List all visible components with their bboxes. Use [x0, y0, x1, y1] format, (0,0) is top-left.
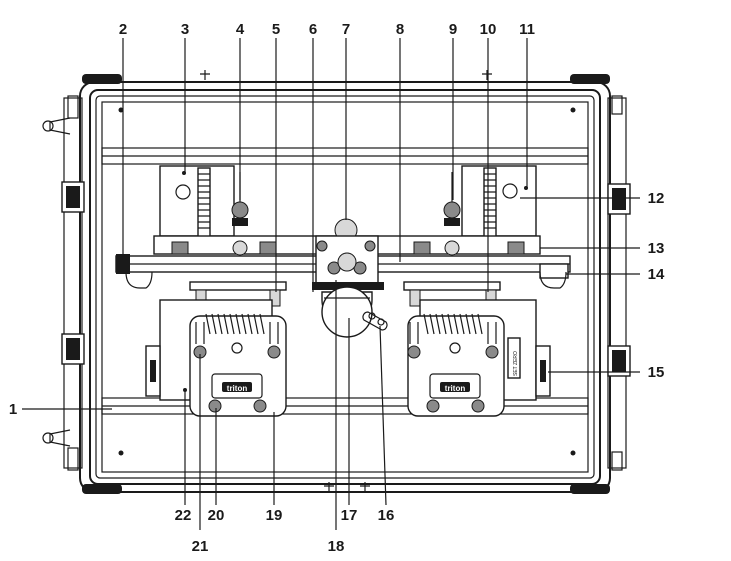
- callout-7: 7: [342, 21, 350, 38]
- side-tag: SET ZERO: [513, 351, 519, 376]
- leader-lines: [22, 38, 640, 530]
- callout-18: 18: [328, 538, 345, 555]
- callout-17: 17: [341, 507, 358, 524]
- callout-11: 11: [519, 21, 535, 38]
- callout-19: 19: [266, 507, 283, 524]
- rails: [101, 70, 589, 492]
- callout-6: 6: [309, 21, 317, 38]
- right-carriage-plate: [443, 165, 537, 241]
- left-guide-posts: [189, 281, 501, 307]
- centre-head: [312, 218, 388, 338]
- right-logo: triton: [445, 384, 466, 393]
- callout-15: 15: [648, 364, 665, 381]
- callout-labels: 1 2 3 4 5 6 7 8 9 10 11 12 13 14 15 16 1…: [9, 21, 665, 555]
- callout-14: 14: [648, 266, 665, 283]
- callout-20: 20: [208, 507, 225, 524]
- callout-22: 22: [175, 507, 192, 524]
- callout-4: 4: [236, 21, 245, 38]
- left-logo: triton: [227, 384, 248, 393]
- callout-3: 3: [181, 21, 189, 38]
- left-side-hardware: [42, 95, 85, 471]
- outer-case: [79, 74, 611, 494]
- callout-16: 16: [378, 507, 395, 524]
- callout-8: 8: [396, 21, 404, 38]
- callout-21: 21: [192, 538, 209, 555]
- callout-9: 9: [449, 21, 457, 38]
- callout-2: 2: [119, 21, 127, 38]
- callout-12: 12: [648, 190, 665, 207]
- callout-1: 1: [9, 401, 17, 418]
- left-carriage-plate: [159, 165, 249, 241]
- right-clamp-block: triton SET ZERO: [407, 299, 551, 417]
- callout-13: 13: [648, 240, 665, 257]
- right-side-hardware: [607, 95, 631, 471]
- left-clamp-block: triton: [145, 299, 287, 417]
- callout-5: 5: [272, 21, 280, 38]
- callout-10: 10: [480, 21, 497, 38]
